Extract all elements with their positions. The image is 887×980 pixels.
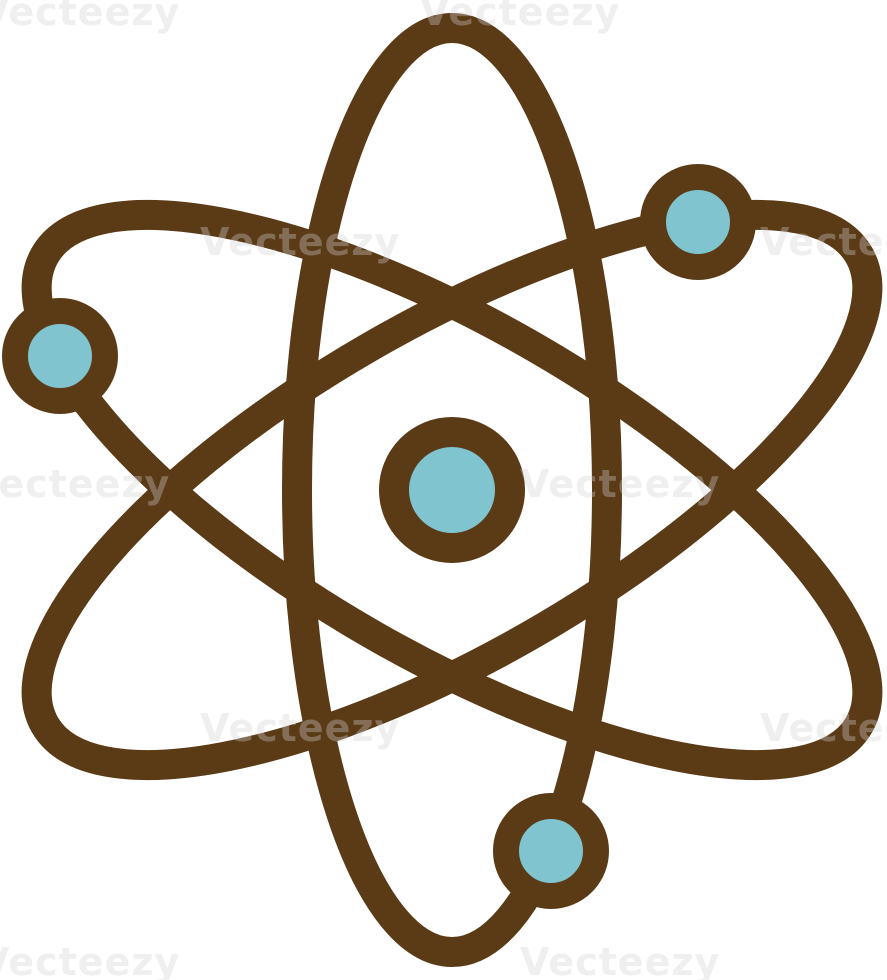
nucleus	[379, 417, 525, 563]
orbit-tilted-right	[21, 199, 883, 781]
orbit-tilted-left	[21, 199, 883, 781]
electron-left	[2, 298, 118, 414]
orbit-vertical	[282, 13, 622, 967]
electron-bottom	[493, 793, 609, 909]
electron-top-right	[640, 164, 756, 280]
